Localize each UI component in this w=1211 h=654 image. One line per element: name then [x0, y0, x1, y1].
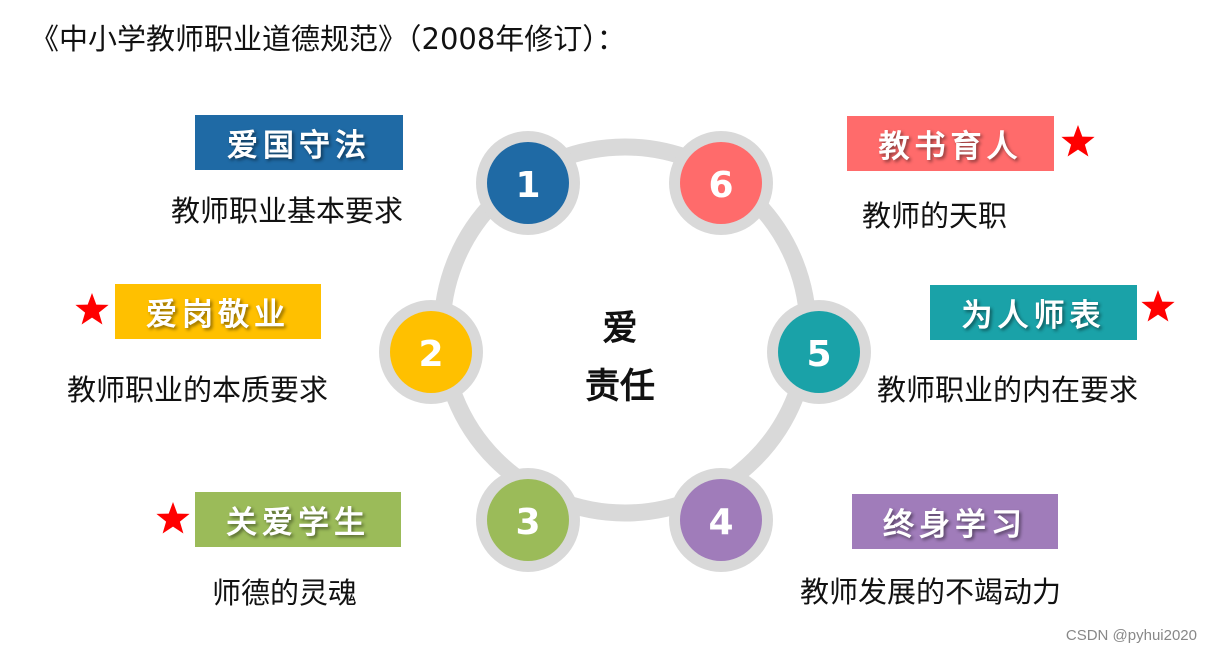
center-text-responsibility: 责任 — [584, 367, 655, 407]
node-4-circle — [680, 479, 762, 561]
page-title: 《中小学教师职业道德规范》（2008年修订）： — [30, 22, 626, 56]
center-text-love: 爱 — [602, 309, 638, 349]
node-6-number: 6 — [708, 165, 733, 206]
node-4-number: 4 — [708, 502, 733, 543]
desc-6: 教师的天职 — [862, 199, 1008, 233]
node-5: 5 — [767, 300, 871, 404]
star-icon-5 — [1141, 290, 1175, 322]
label-box-2: 爱岗敬业 — [115, 284, 321, 339]
desc-5: 教师职业的内在要求 — [877, 373, 1139, 407]
desc-1: 教师职业基本要求 — [171, 194, 404, 228]
node-4: 4 — [669, 468, 773, 572]
star-icon-3 — [156, 502, 190, 534]
label-box-1: 爱国守法 — [195, 115, 403, 170]
node-2: 2 — [379, 300, 483, 404]
star-icon-6 — [1061, 125, 1095, 157]
node-3-circle — [487, 479, 569, 561]
node-6-circle — [680, 142, 762, 224]
node-5-circle — [778, 311, 860, 393]
watermark: CSDN @pyhui2020 — [1065, 627, 1197, 644]
node-1: 1 — [476, 131, 580, 235]
label-box-6: 教书育人 — [847, 116, 1054, 171]
node-2-circle — [390, 311, 472, 393]
node-5-number: 5 — [806, 334, 831, 375]
node-1-number: 1 — [515, 165, 540, 206]
node-3-number: 3 — [515, 502, 540, 543]
node-1-circle — [487, 142, 569, 224]
desc-3: 师德的灵魂 — [212, 576, 358, 610]
node-3: 3 — [476, 468, 580, 572]
label-box-3: 关爱学生 — [195, 492, 401, 547]
desc-2: 教师职业的本质要求 — [67, 373, 329, 407]
node-2-number: 2 — [418, 334, 443, 375]
label-box-4: 终身学习 — [852, 494, 1058, 549]
star-icon-2 — [75, 293, 109, 325]
node-6: 6 — [669, 131, 773, 235]
desc-4: 教师发展的不竭动力 — [800, 575, 1062, 609]
label-box-5: 为人师表 — [930, 285, 1137, 340]
